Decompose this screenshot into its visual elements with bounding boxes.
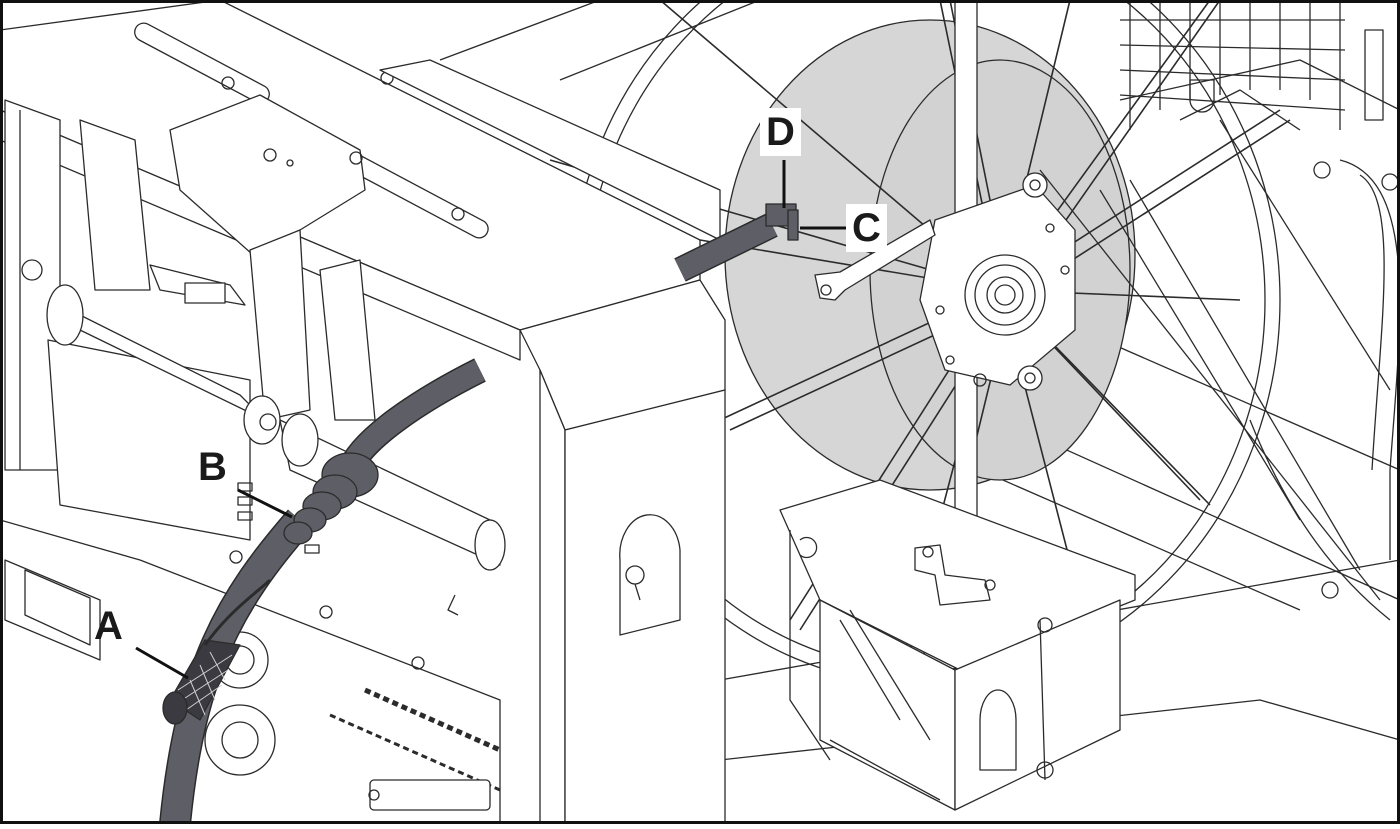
- callout-b: B: [198, 445, 227, 489]
- callout-d: D: [760, 108, 801, 156]
- leader-lines: [135, 160, 848, 680]
- machine-frame: [0, 0, 726, 825]
- lower-tray: [779, 479, 1136, 811]
- callout-a: A: [94, 604, 123, 648]
- cable-reel: [549, 0, 1391, 686]
- cable-clamp: [765, 203, 799, 241]
- mesh-panel: [1119, 0, 1346, 130]
- callout-c: C: [846, 204, 887, 252]
- cable-grip: [162, 578, 272, 725]
- cable-gland: [283, 452, 379, 545]
